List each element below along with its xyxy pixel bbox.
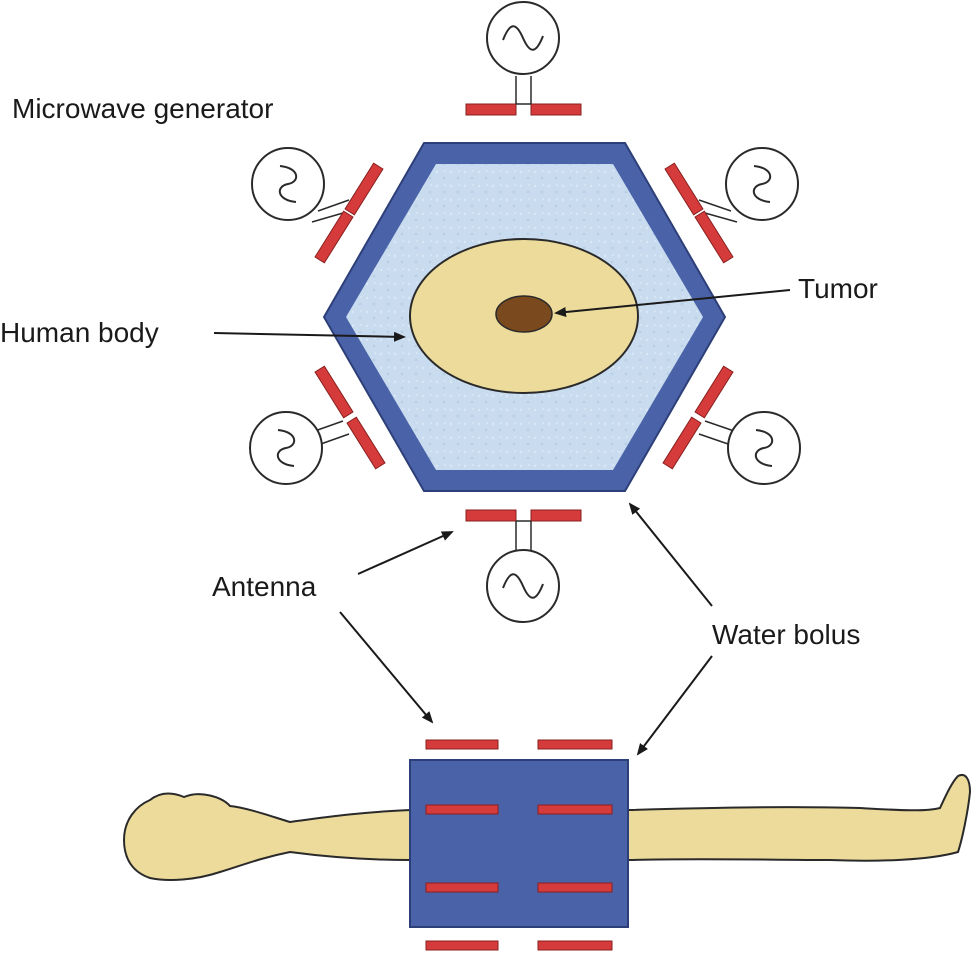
arrow-antenna-up [357, 531, 454, 575]
antenna-upper-left-1 [344, 162, 384, 216]
label-water-bolus: Water bolus [712, 619, 860, 650]
antenna-upper-right-1 [664, 162, 704, 216]
antenna-lower-right-1 [694, 365, 734, 419]
arrows [213, 289, 791, 756]
generator-bottom [465, 509, 582, 623]
antenna-lower-left-1 [314, 365, 354, 419]
water-bolus-block [409, 759, 629, 928]
antenna-bottom-left [465, 509, 517, 522]
generator-lower-left [249, 365, 386, 485]
arrow-human-body [213, 331, 406, 342]
arrow-antenna-down [339, 611, 434, 724]
arrow-tumor [554, 289, 791, 317]
generator-upper-right [664, 147, 799, 264]
antenna-row-2 [425, 804, 613, 815]
label-microwave-generator: Microwave generator [12, 93, 273, 124]
generator-upper-left [251, 147, 384, 264]
antenna [537, 739, 613, 750]
arrow-water-bolus-down [636, 655, 713, 756]
antenna [537, 882, 613, 893]
antenna-lower-left-2 [346, 416, 386, 470]
antenna [537, 804, 613, 815]
antenna-lower-right-2 [662, 416, 702, 470]
antenna-row-3 [425, 882, 613, 893]
label-tumor: Tumor [798, 273, 878, 304]
label-antenna: Antenna [212, 571, 317, 602]
antenna-row-1 [425, 739, 613, 750]
antenna-top-left [465, 103, 517, 116]
antenna [425, 940, 499, 951]
antenna-row-4 [425, 940, 613, 951]
antenna-top-right [530, 103, 582, 116]
arrow-water-bolus-up [628, 502, 713, 607]
antenna [537, 940, 613, 951]
cross-section [249, 1, 801, 623]
antenna [425, 804, 499, 815]
antenna [425, 882, 499, 893]
label-human-body: Human body [0, 317, 159, 348]
antenna [425, 739, 499, 750]
antenna-upper-left-2 [314, 210, 354, 264]
generator-top [465, 1, 582, 116]
antenna-upper-right-2 [694, 210, 734, 264]
antenna-bottom-right [530, 509, 582, 522]
tumor [495, 295, 553, 333]
lying-body-view [122, 739, 972, 951]
generator-lower-right [662, 365, 801, 485]
